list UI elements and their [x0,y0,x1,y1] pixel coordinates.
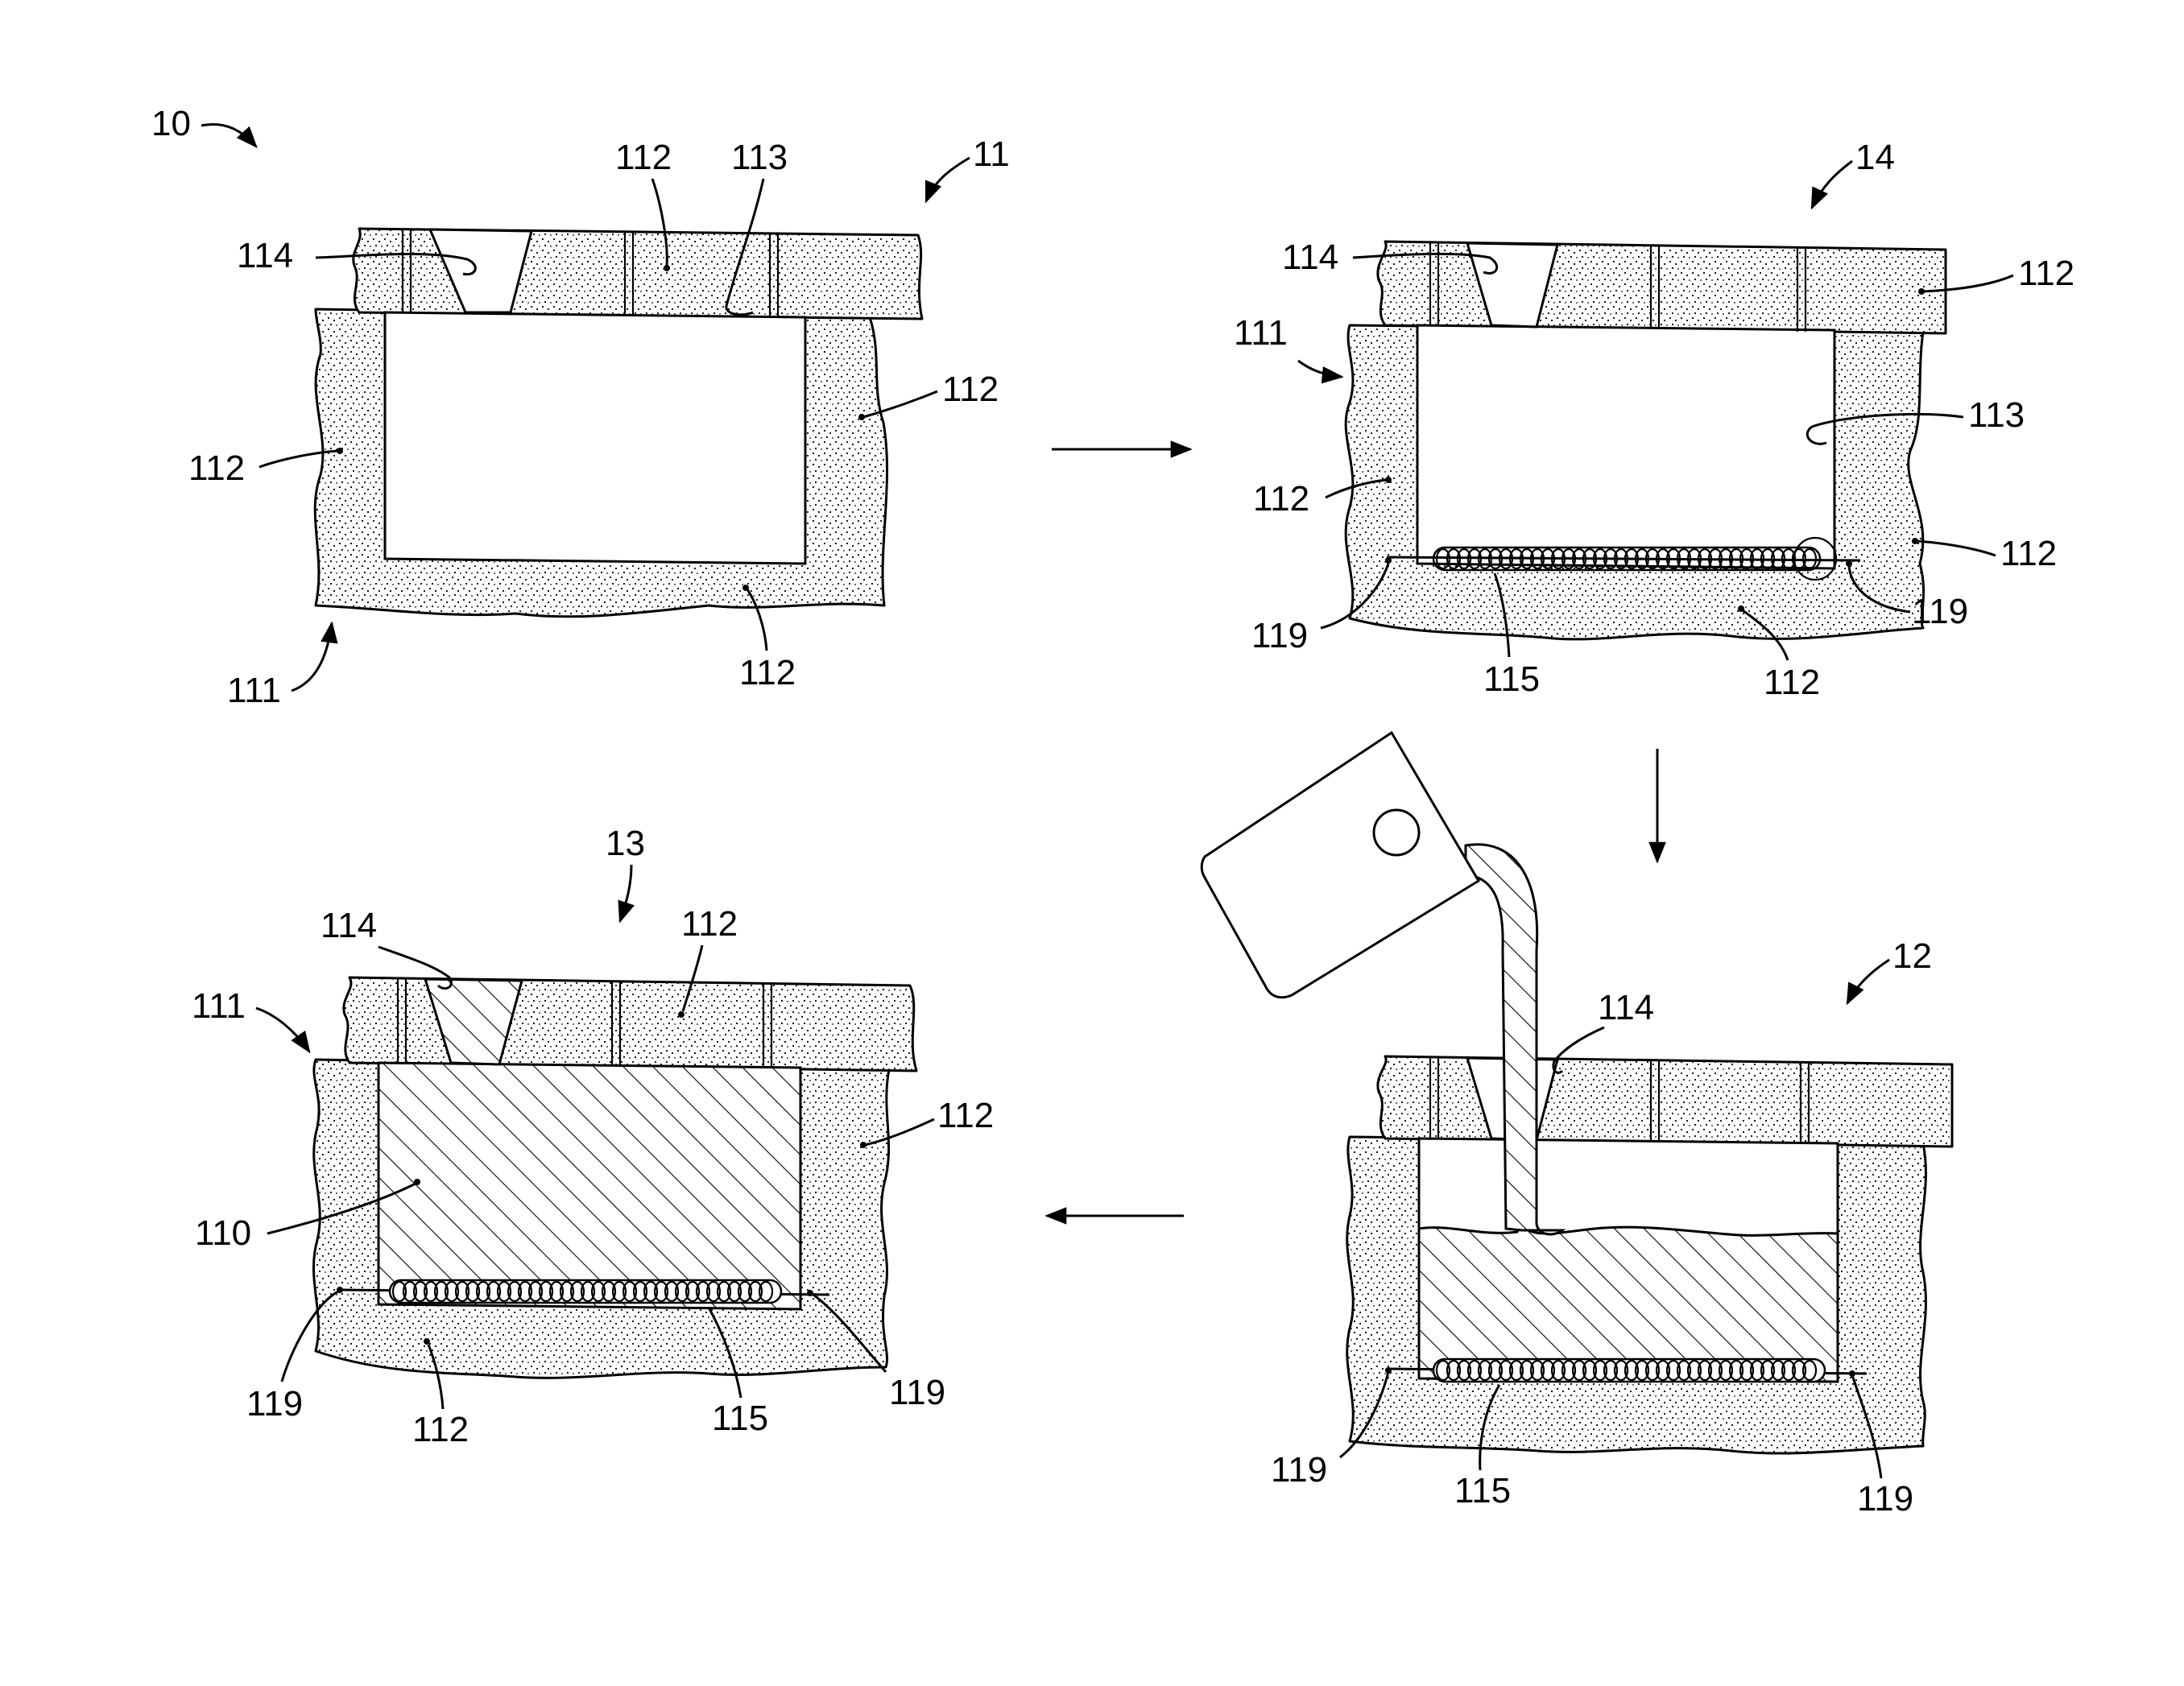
label-112: 112 [412,1410,469,1449]
label-115: 115 [712,1399,768,1438]
label-119: 119 [1271,1450,1327,1490]
leader-13 [620,865,631,921]
leader-111 [292,623,332,691]
label-112: 112 [2018,254,2074,293]
panel-stage-14: 14 114 112 111 113 112 112 119 119 115 1… [1234,138,2074,702]
label-111: 111 [1234,313,1288,353]
label-112: 112 [1764,663,1820,702]
label-112: 112 [681,904,738,944]
leader-11 [926,158,970,201]
label-113: 113 [731,138,788,177]
leader-112 [1917,541,1996,556]
label-111: 111 [227,671,281,710]
leader-111 [1298,361,1342,377]
label-14: 14 [1855,138,1895,177]
label-115: 115 [1454,1471,1511,1510]
label-114: 114 [321,906,377,945]
label-112: 112 [188,448,245,488]
label-119: 119 [1251,616,1308,655]
label-114: 114 [237,236,293,275]
label-113: 113 [1968,395,2025,435]
label-112: 112 [937,1096,994,1135]
ladle-handle-hole [1374,810,1419,855]
heating-coil [340,1280,829,1303]
panel-stage-11: 10 11 112 113 114 112 112 112 111 [151,104,1010,710]
panel-stage-12: 12 114 119 115 119 [1202,733,1952,1519]
cavity [1417,325,1834,568]
label-111: 111 [192,986,246,1026]
mold-cover-plate [1378,1056,1952,1147]
label-112: 112 [1253,479,1309,519]
cavity [385,312,805,564]
leader-10 [201,124,256,147]
ladle [1202,733,1479,998]
label-119: 119 [1912,592,1968,631]
panel-stage-13: 13 114 112 111 112 110 119 112 115 119 [192,824,994,1449]
label-112: 112 [942,370,999,409]
label-112: 112 [2000,534,2057,573]
leader-14 [1812,161,1852,208]
label-112: 112 [615,138,672,177]
label-119: 119 [889,1373,945,1412]
label-112: 112 [739,653,796,692]
label-114: 114 [1598,988,1654,1027]
poured-material [1419,1224,1838,1382]
label-12: 12 [1892,936,1932,976]
label-11: 11 [973,134,1010,174]
leader-12 [1847,960,1889,1003]
leader-111 [256,1008,309,1052]
label-119: 119 [1857,1479,1913,1519]
label-10: 10 [151,104,191,143]
label-115: 115 [1483,659,1540,699]
label-13: 13 [606,824,645,863]
heating-coil [1387,1359,1867,1382]
label-110: 110 [195,1213,251,1253]
label-114: 114 [1282,238,1338,277]
cast-article [378,1063,800,1309]
label-119: 119 [246,1384,303,1424]
